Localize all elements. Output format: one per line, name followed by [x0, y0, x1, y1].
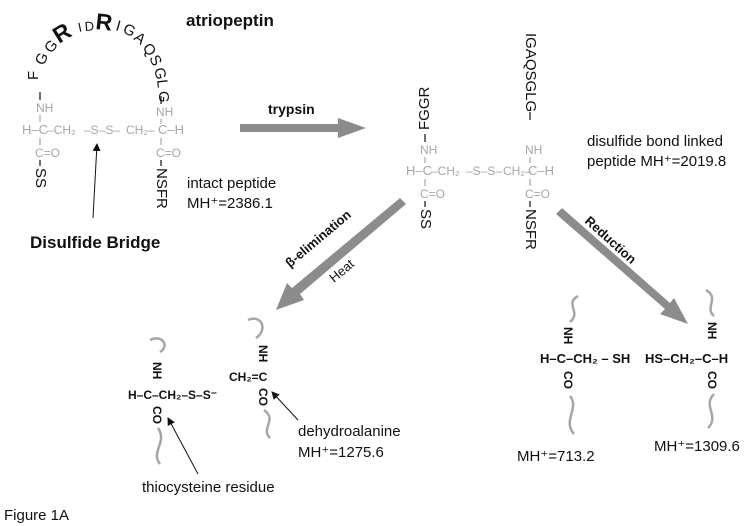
dehydro-co: CO: [256, 388, 270, 406]
elimination-arrow: [276, 198, 406, 310]
trypsin-arrow: [240, 118, 366, 138]
trypsin-step: trypsin: [240, 101, 366, 138]
linked-co-right: C=O: [525, 187, 550, 201]
peptide-chain-squiggle: [149, 337, 166, 354]
dehydro-name: dehydroalanine: [298, 423, 401, 440]
dehydro-nh: NH: [256, 345, 270, 362]
cys-left-mass: MH⁺=713.2: [517, 448, 595, 465]
linked-caption: disulfide bond linked: [587, 133, 723, 150]
peptide-chain-squiggle: [155, 427, 163, 465]
linked-nh-left: NH: [420, 143, 437, 157]
linked-mass: peptide MH⁺=2019.8: [587, 153, 726, 170]
linked-peptide: FGGR IGAQSGLG NH NH H–C –CH₂ –S–S– CH₂– …: [406, 33, 726, 250]
elimination-step: β-elimination Heat: [276, 198, 406, 310]
linked-ch2-left: –CH₂: [431, 164, 460, 178]
thio-pointer-arrow: [167, 417, 199, 475]
peptide-chain-squiggle: [705, 288, 715, 317]
reduction-arrow: [556, 208, 688, 324]
seq-letter: I: [114, 18, 123, 35]
thio-co: CO: [150, 406, 164, 424]
linked-ch2-right: CH₂–: [503, 164, 532, 178]
nh-right: NH: [156, 105, 173, 119]
linked-seq-left: FGGR: [416, 87, 433, 130]
seq-letter: L: [153, 79, 171, 89]
peptide-chain-squiggle: [568, 395, 576, 435]
ch-left: H–C: [22, 122, 48, 137]
disulfide-bond: –S–S–: [84, 123, 120, 137]
cys-left-chain: H–C–CH₂ – SH: [540, 351, 630, 366]
intact-mass: MH⁺=2386.1: [187, 195, 273, 212]
linked-ch-left: H–C: [406, 163, 432, 178]
dehydro-pointer-arrow: [271, 391, 299, 421]
figure-label: Figure 1A: [4, 507, 69, 524]
seq-letter: G: [155, 91, 172, 103]
cys-left-co: CO: [561, 371, 575, 389]
seq-letter: F: [25, 71, 42, 80]
ch2-right: CH₂–: [126, 123, 155, 137]
tail-right: NSFR: [153, 168, 170, 209]
atriopeptin-title: atriopeptin: [186, 11, 274, 30]
ch-right: C–H: [158, 122, 184, 137]
thio-name: thiocysteine residue: [142, 479, 275, 496]
seq-letter: I: [77, 20, 84, 35]
elimination-products: NH H–C–CH₂–S–S⁻ CO NH CH₂=C CO dehydroal…: [128, 317, 401, 496]
linked-tail-left: SS: [417, 209, 434, 229]
thio-chain: H–C–CH₂–S–S⁻: [128, 388, 217, 402]
co-left: C=O: [35, 146, 60, 160]
intact-caption: intact peptide: [187, 175, 276, 192]
ch2-left: –CH₂: [47, 123, 76, 137]
seq-letter: G: [150, 66, 169, 81]
linked-seq-right: IGAQSGLG: [522, 33, 539, 112]
reduction-step: Reduction: [556, 208, 688, 324]
linked-disulfide-bond: –S–S–: [466, 164, 502, 178]
intact-peptide: atriopeptin F G G R I D R I G A Q S G L …: [22, 8, 276, 252]
trypsin-label: trypsin: [268, 101, 315, 117]
thio-nh: NH: [150, 362, 164, 379]
seq-letter: D: [84, 18, 94, 34]
peptide-chain-squiggle: [247, 317, 264, 340]
intact-sequence: F G G R I D R I G A Q S G L G: [25, 8, 172, 103]
dehydro-chain: CH₂=C: [229, 370, 268, 384]
peptide-chain-squiggle: [569, 294, 579, 323]
disulfide-bridge-label: Disulfide Bridge: [30, 233, 160, 252]
linked-ch-right: C–H: [528, 163, 554, 178]
cys-left-nh: NH: [561, 327, 575, 344]
peptide-chain-squiggle: [263, 408, 271, 439]
bridge-pointer-arrow: [92, 143, 101, 219]
nh-left: NH: [36, 101, 53, 115]
linked-nh-right: NH: [525, 143, 542, 157]
reduction-products: NH H–C–CH₂ – SH CO MH⁺=713.2 NH HS–CH₂–C…: [517, 288, 740, 465]
dehydro-mass: MH⁺=1275.6: [298, 444, 384, 461]
cys-right-nh: NH: [705, 322, 719, 339]
cys-right-chain: HS–CH₂–C–H: [645, 351, 728, 366]
tail-left: SS: [32, 168, 49, 188]
cys-right-co: CO: [705, 371, 719, 389]
linked-co-left: C=O: [420, 187, 445, 201]
cys-right-mass: MH⁺=1309.6: [654, 438, 740, 455]
linked-tail-right: NSFR: [522, 209, 539, 250]
co-right: C=O: [156, 146, 181, 160]
peptide-chain-squiggle: [707, 393, 715, 429]
seq-letter: R: [94, 8, 114, 36]
